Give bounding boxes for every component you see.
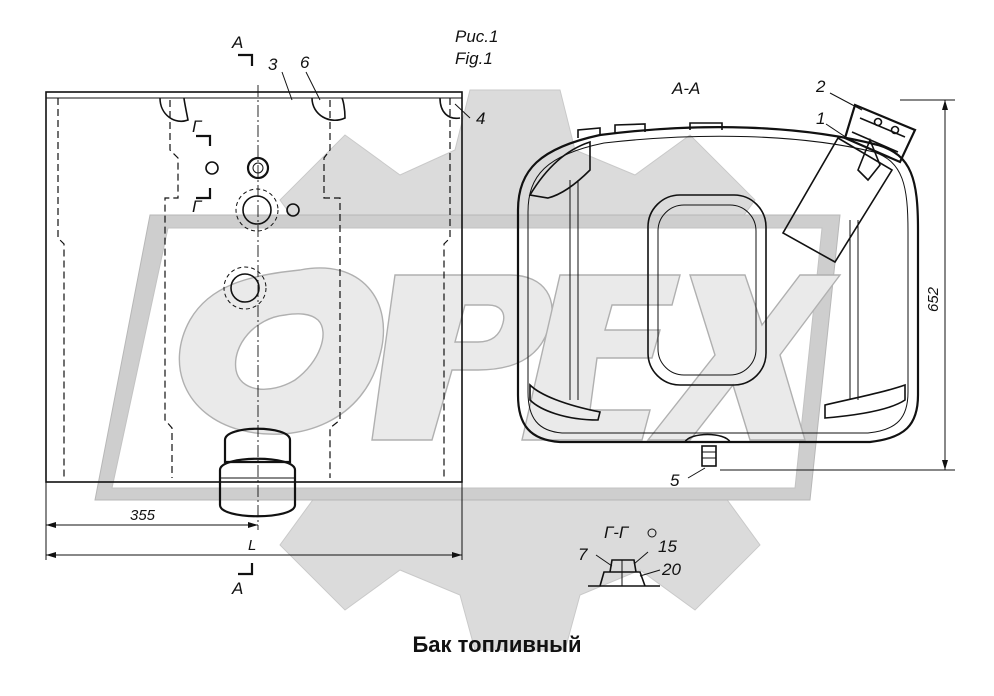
section-inner-contour — [527, 135, 909, 434]
leader-15 — [633, 551, 649, 565]
part-label-1: 1 — [816, 109, 825, 128]
part-label-20: 20 — [661, 560, 681, 579]
part-label-6: 6 — [300, 53, 310, 72]
port-small-left — [205, 161, 219, 175]
left-hidden-wall — [57, 98, 65, 478]
filler-neck — [223, 427, 292, 464]
flange-upper — [235, 188, 279, 232]
drain-plug — [701, 445, 717, 467]
drawing-title: Бак топливный — [412, 632, 582, 657]
dimension-652-label: 652 — [925, 286, 942, 312]
section-a-top-mark — [238, 53, 254, 66]
leader-1 — [825, 123, 851, 141]
part-label-15: 15 — [658, 537, 677, 556]
level-sensor-body — [781, 136, 894, 264]
section-a-bottom-mark — [238, 563, 254, 576]
tank-section-aa — [516, 92, 920, 479]
sensor-bolt-1 — [873, 117, 883, 127]
baffle-left — [164, 100, 179, 478]
dimension-l: L — [248, 537, 256, 554]
part-label-4: 4 — [476, 109, 485, 128]
leader-5 — [687, 467, 706, 479]
gg-nut — [609, 559, 637, 573]
section-a-bottom-label: A — [231, 579, 243, 598]
sensor-bolt-2 — [890, 125, 900, 135]
top-bump-center — [311, 97, 346, 122]
part-label-2: 2 — [815, 77, 826, 96]
section-gg-detail — [588, 528, 661, 587]
section-g-upper-label: Г — [192, 117, 203, 136]
section-g-lower-mark — [196, 188, 212, 200]
top-bump-left — [159, 97, 189, 122]
central-opening-inner — [657, 204, 757, 376]
leader-7 — [595, 554, 613, 567]
dimension-652 — [720, 99, 955, 471]
figure-caption-en: Fig.1 — [455, 49, 493, 68]
watermark-letter-x — [646, 274, 842, 441]
dimension-lines — [45, 482, 463, 560]
filler-cap — [218, 457, 297, 518]
boss-3 — [689, 122, 723, 130]
port-top — [246, 156, 270, 180]
port-small-right — [286, 203, 300, 217]
flange-lower-inner — [230, 273, 260, 303]
section-a-top-label: A — [231, 33, 243, 52]
section-aa-label: A-A — [671, 79, 700, 98]
leader-3 — [281, 71, 293, 101]
right-hidden-wall — [443, 98, 451, 478]
port-top-inner — [252, 162, 264, 174]
tank-side-view — [45, 53, 471, 576]
leader-4 — [454, 103, 471, 119]
dimension-355: 355 — [130, 507, 156, 524]
leader-6 — [305, 71, 321, 101]
sensor-head — [843, 103, 917, 164]
bottom-sump — [684, 433, 731, 443]
corner-panel-bottom-left — [529, 383, 601, 421]
corner-panel-top-left — [528, 140, 591, 199]
part-label-5: 5 — [670, 471, 680, 490]
part-label-7: 7 — [578, 545, 588, 564]
tank-outline — [45, 91, 463, 483]
central-opening — [647, 194, 767, 386]
section-g-lower-label: Г — [192, 197, 203, 216]
corner-panel-bottom-right — [824, 383, 906, 419]
figure-caption-ru: Рис.1 — [455, 27, 498, 46]
flange-lower — [223, 266, 267, 310]
boss-1 — [577, 127, 601, 138]
section-g-upper-mark — [196, 134, 212, 146]
boss-2 — [614, 123, 646, 133]
leader-20 — [639, 569, 661, 577]
flange-upper-inner — [242, 195, 272, 225]
watermark-letter-o — [178, 267, 385, 435]
section-outer-contour — [516, 126, 920, 444]
section-gg-label: Г-Г — [604, 523, 630, 542]
leader-2 — [829, 92, 863, 111]
watermark-letter-e — [521, 274, 681, 441]
gg-degree-circle — [647, 528, 657, 538]
sensor-head-detail — [851, 117, 906, 182]
part-label-3: 3 — [268, 55, 278, 74]
watermark-logo — [94, 89, 842, 651]
top-bump-right — [439, 97, 461, 120]
